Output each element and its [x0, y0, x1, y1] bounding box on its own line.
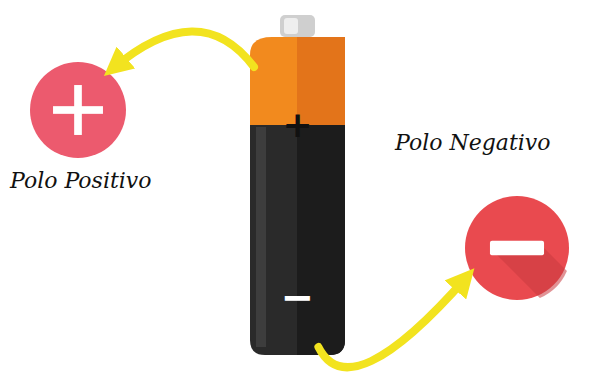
pole-circle: Polo Positivo — [30, 62, 126, 158]
pole-label: Polo Negativo — [395, 132, 550, 154]
terminal-sign: − — [250, 277, 345, 317]
battery-node: +− — [250, 15, 345, 355]
curved-arrow — [318, 277, 466, 367]
curved-arrow — [113, 31, 254, 68]
positive-circle — [30, 62, 126, 158]
pole-circle: Polo Negativo — [465, 196, 569, 300]
pole-label: Polo Positivo — [10, 170, 151, 192]
terminal-sign: + — [250, 107, 345, 143]
negative-circle — [465, 196, 569, 300]
